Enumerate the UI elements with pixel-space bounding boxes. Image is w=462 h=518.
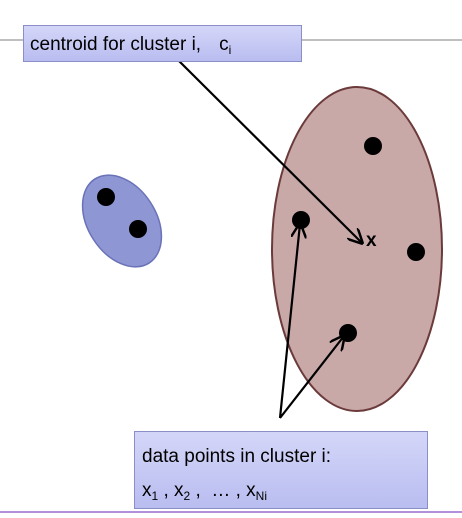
- xn-subscript: Ni: [255, 489, 268, 503]
- x1-subscript: 1: [151, 489, 159, 503]
- big-cluster-point: [364, 137, 382, 155]
- separator-2: , … ,: [190, 480, 247, 501]
- centroid-label-box: centroid for cluster i, ci: [23, 25, 302, 62]
- x1-base: x: [142, 480, 152, 501]
- x2-subscript: 2: [183, 489, 191, 503]
- big-cluster: [271, 86, 443, 412]
- centroid-symbol: c: [219, 34, 229, 55]
- centroid-label-text: centroid for cluster i,: [30, 34, 202, 55]
- small-cluster: [81, 174, 163, 268]
- x2-base: x: [174, 480, 184, 501]
- separator-1: ,: [158, 480, 175, 501]
- centroid-arrow: [177, 59, 362, 243]
- data-points-label-title: data points in cluster i:: [142, 446, 332, 467]
- data-points-formula: x1 , x2 , … , xNi: [142, 476, 427, 506]
- centroid-marker: x: [366, 230, 377, 251]
- small-cluster-point: [97, 188, 115, 206]
- big-cluster-point: [292, 211, 310, 229]
- big-cluster-point: [407, 243, 425, 261]
- xn-base: x: [246, 480, 256, 501]
- data-point-arrow: [279, 336, 344, 419]
- data-points-label-box: data points in cluster i: x1 , x2 , … , …: [134, 431, 428, 509]
- data-point-arrow: [278, 224, 300, 419]
- small-cluster-point: [129, 220, 147, 238]
- centroid-symbol-subscript: i: [228, 43, 232, 57]
